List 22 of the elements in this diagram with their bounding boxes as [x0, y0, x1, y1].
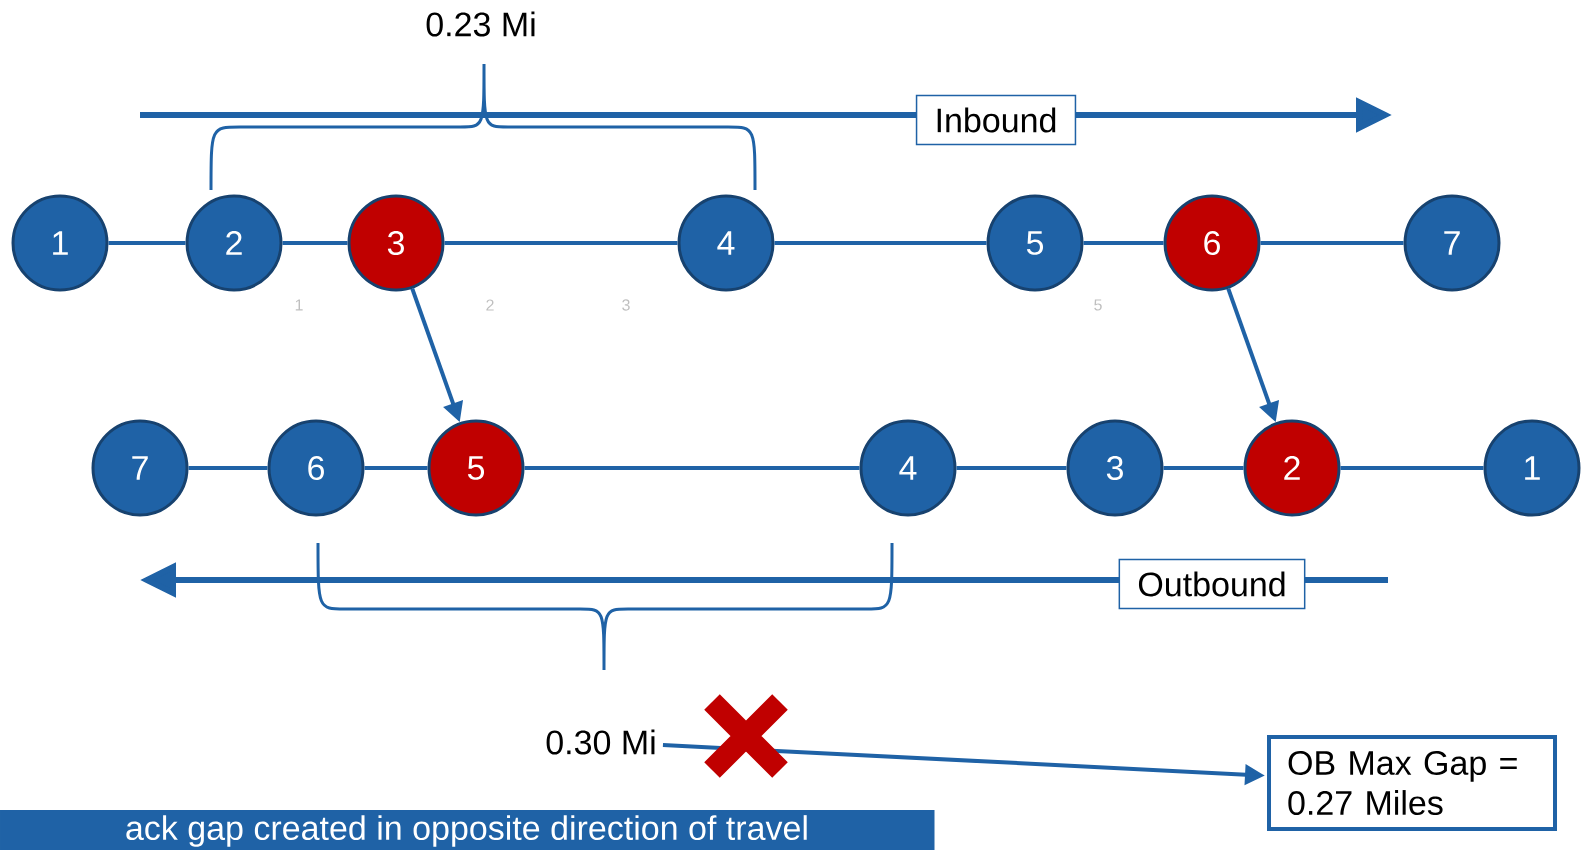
connector-line [188, 466, 268, 470]
connector-line [956, 466, 1067, 470]
faint-number: 3 [622, 299, 630, 311]
faint-number: 1 [295, 299, 303, 311]
direction-label-box: Inbound [915, 94, 1077, 146]
connector-line [282, 241, 348, 245]
connector-line [1163, 466, 1244, 470]
connector-line [774, 241, 987, 245]
connector-line [1260, 241, 1404, 245]
distance-label: 0.23 Mi [426, 11, 535, 37]
faint-number: 2 [486, 299, 494, 311]
faint-number: 5 [1094, 299, 1102, 311]
distance-label: 0.30 Mi [546, 729, 655, 755]
note-banner: ack gap created in opposite direction of travel [0, 810, 935, 850]
connector-line [364, 466, 428, 470]
connector-line [1340, 466, 1484, 470]
direction-label-box: Outbound [1118, 558, 1306, 610]
connector-line [1083, 241, 1164, 245]
result-box: OB Max Gap = 0.27 Miles [1267, 734, 1557, 832]
connector-line [524, 466, 860, 470]
connector-line [444, 241, 678, 245]
connector-line [108, 241, 186, 245]
